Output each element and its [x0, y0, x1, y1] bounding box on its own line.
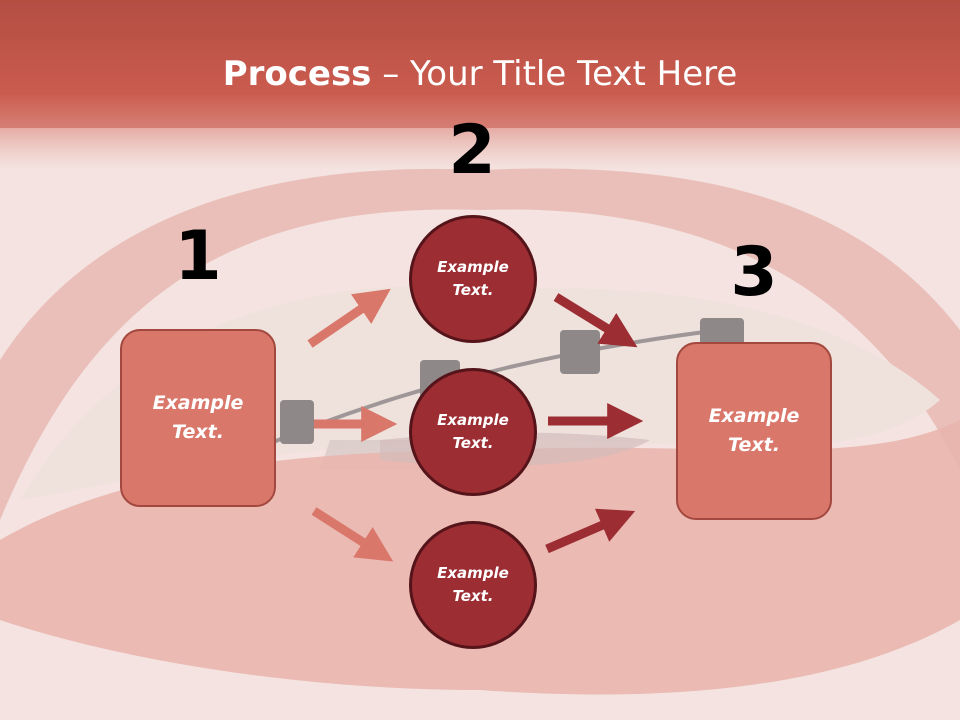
slide-title: Process – Your Title Text Here — [0, 52, 960, 96]
arrow-to-circle-top — [307, 288, 391, 348]
step-circle-bottom-label: Example Text. — [437, 564, 509, 605]
step-circle-middle-label: Example Text. — [437, 411, 509, 452]
step-box-right: Example Text. — [676, 342, 832, 520]
step-box-left: Example Text. — [120, 329, 276, 507]
step-box-right-label: Example Text. — [708, 405, 800, 456]
step-box-left-label: Example Text. — [152, 392, 244, 443]
step-circle-top-label: Example Text. — [437, 258, 509, 299]
step-number-1: 1 — [174, 217, 222, 296]
title-bold: Process — [222, 54, 372, 94]
step-circle-middle: Example Text. — [409, 368, 537, 496]
step-circle-bottom: Example Text. — [409, 521, 537, 649]
step-number-3: 3 — [730, 233, 778, 312]
step-number-2: 2 — [448, 111, 496, 190]
arrow-from-circle-top — [553, 293, 638, 348]
arrow-from-circle-bottom — [545, 508, 636, 554]
step-circle-top: Example Text. — [409, 215, 537, 343]
arrow-to-circle-bottom — [311, 507, 394, 562]
title-rest: – Your Title Text Here — [371, 54, 738, 94]
